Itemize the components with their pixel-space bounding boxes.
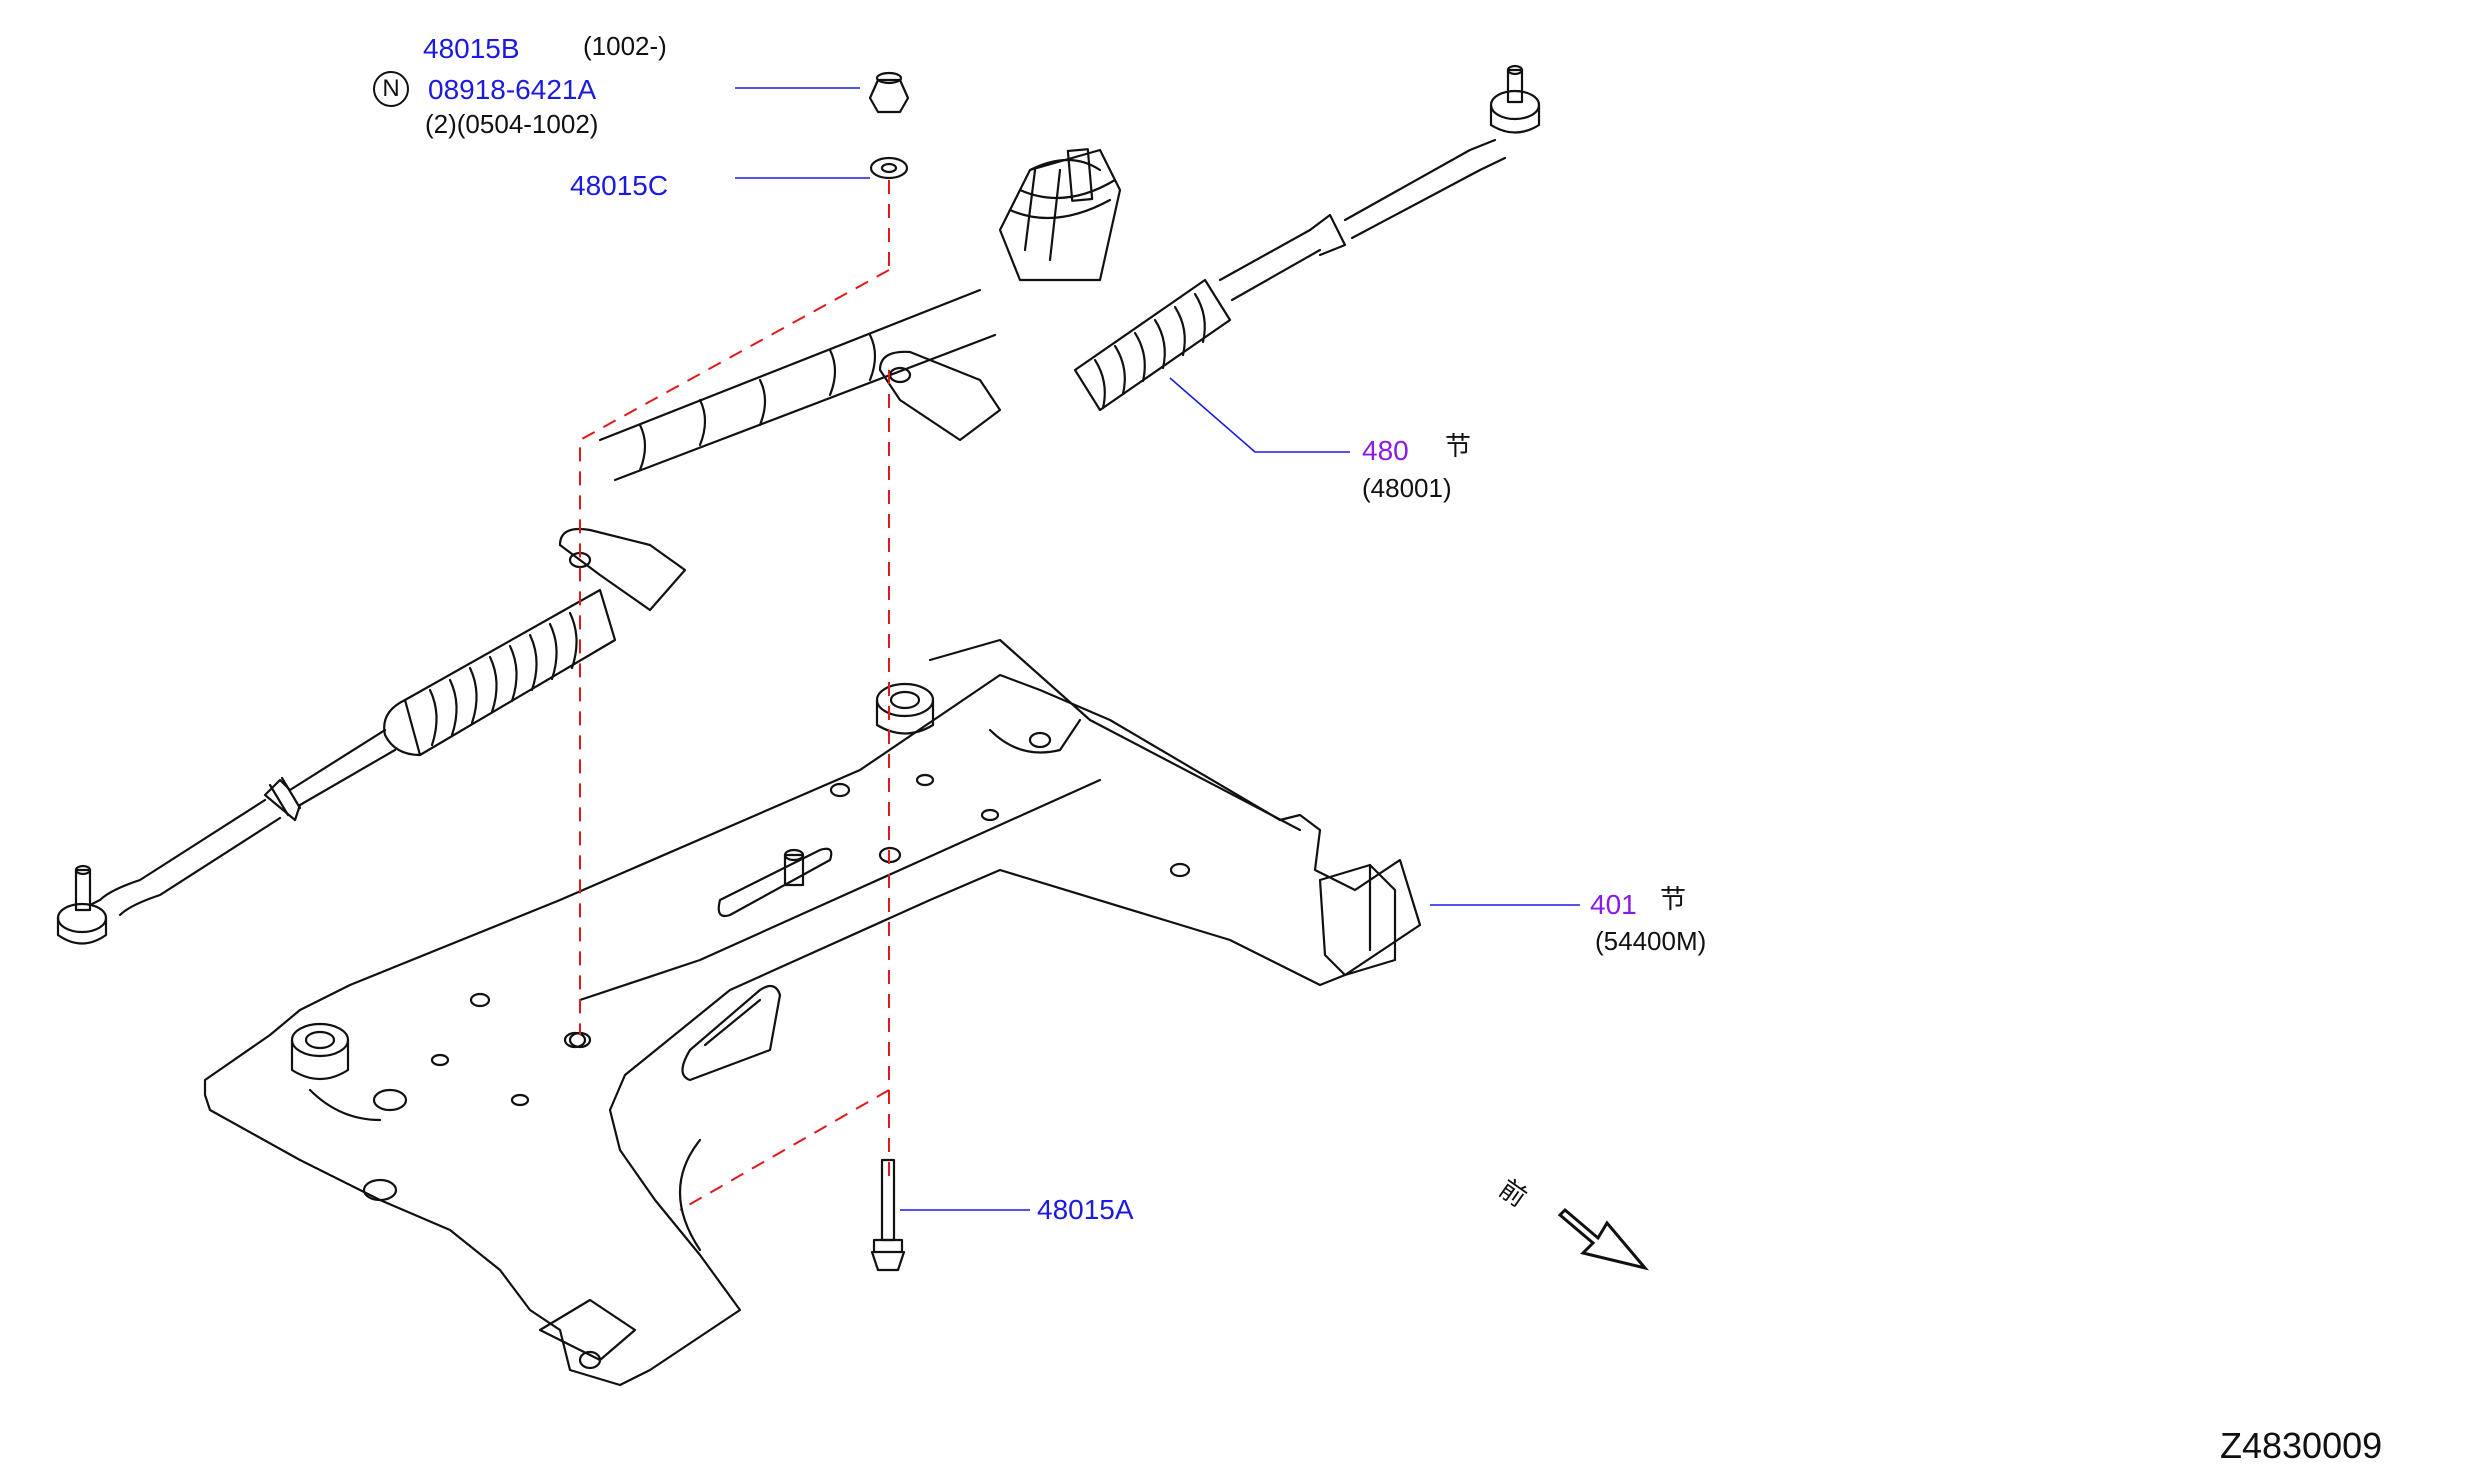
- front-suspension-member: [203, 638, 1422, 1387]
- part-number-48015c[interactable]: 48015C: [570, 170, 669, 201]
- part-number-48015b[interactable]: 48015B: [423, 33, 520, 64]
- part-number-401[interactable]: 401: [1590, 889, 1637, 920]
- mount-washer: [869, 156, 909, 180]
- mount-bolt: [870, 1158, 906, 1272]
- part-401-kanji: 节: [1660, 884, 1687, 914]
- part-08918-note: (2)(0504-1002): [425, 109, 599, 139]
- part-480-kanji: 节: [1445, 431, 1472, 461]
- part-number-480[interactable]: 480: [1362, 435, 1409, 466]
- diagram-id: Z4830009: [2220, 1425, 2383, 1466]
- front-direction-arrow-icon: [1557, 1207, 1650, 1271]
- leader-lines: [735, 87, 1580, 1211]
- alignment-guides: [579, 180, 890, 1211]
- mount-nut: [868, 71, 910, 114]
- part-48015b-note: (1002-): [583, 31, 667, 61]
- steering-gear-assembly: [56, 64, 1541, 945]
- part-480-subnumber: (48001): [1362, 473, 1452, 503]
- part-401-subnumber: (54400M): [1595, 926, 1707, 956]
- part-number-08918-6421a[interactable]: 08918-6421A: [428, 74, 597, 105]
- circled-n-icon: N: [373, 71, 409, 107]
- part-number-48015a[interactable]: 48015A: [1037, 1194, 1134, 1225]
